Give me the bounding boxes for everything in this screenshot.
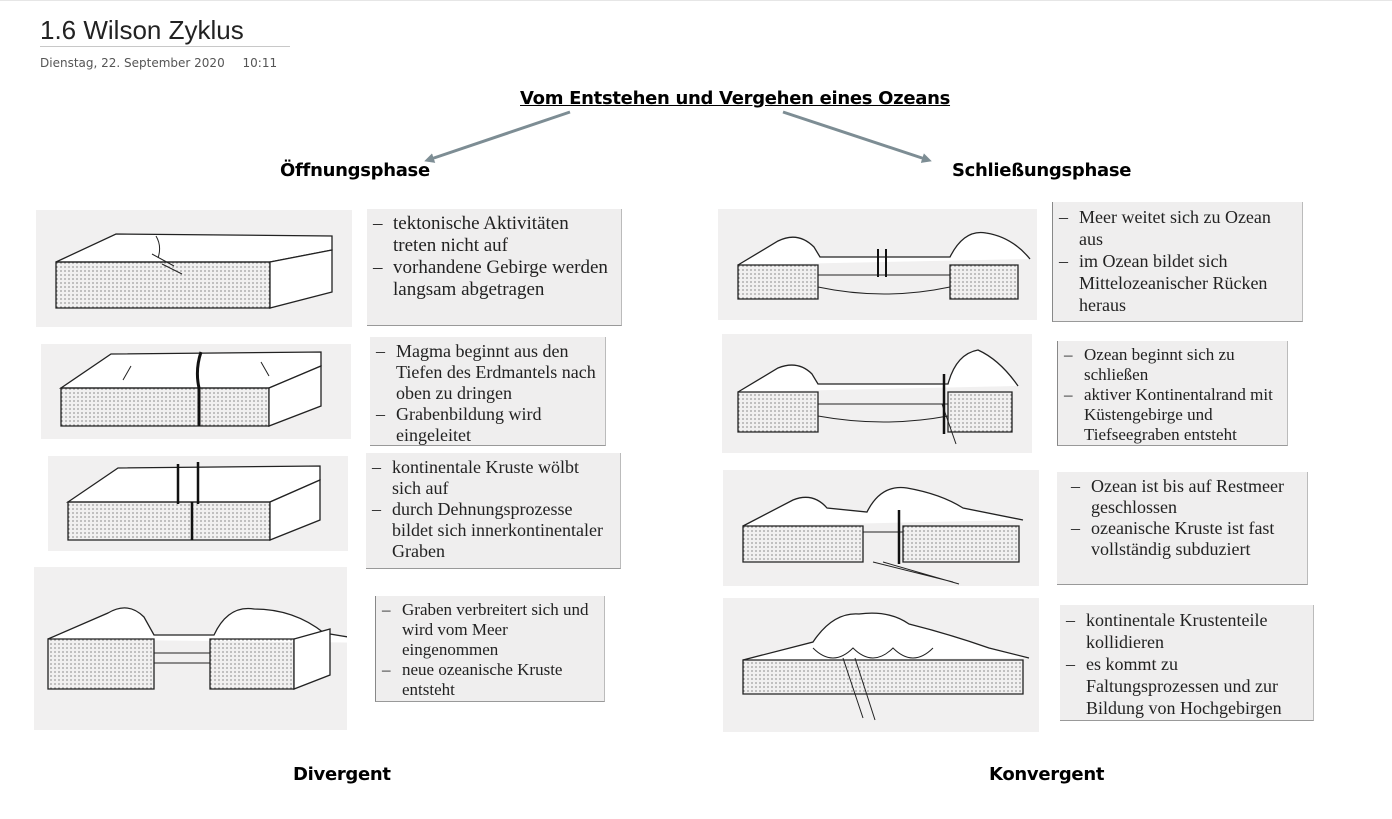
opening-text-2: –Magma beginnt aus den Tiefen des Erdman…	[370, 337, 606, 446]
list-item: –es kommt zu Faltungsprozessen und zur B…	[1066, 653, 1305, 719]
date-text: Dienstag, 22. September 2020	[40, 56, 225, 70]
closing-4-line-2: es kommt zu Faltungsprozessen und zur Bi…	[1086, 654, 1282, 718]
list-item: –durch Dehnungsprozesse bildet sich inne…	[372, 499, 612, 562]
title-underline	[40, 46, 290, 47]
list-item: –ozeanische Kruste ist fast vollständig …	[1071, 518, 1299, 560]
figure-closing-3	[723, 470, 1039, 586]
list-item: –Graben verbreitert sich und wird vom Me…	[382, 600, 596, 660]
closing-text-4: –kontinentale Krustenteile kollidieren –…	[1060, 605, 1314, 721]
opening-1-line-1: tektonische Aktivitäten treten nicht auf	[393, 213, 569, 256]
phase-closing: Schließungsphase	[952, 160, 1132, 181]
list-item: –Magma beginnt aus den Tiefen des Erdman…	[376, 341, 596, 403]
phase-opening: Öffnungsphase	[280, 160, 430, 181]
closing-text-3: –Ozean ist bis auf Restmeer geschlossen …	[1057, 472, 1308, 585]
closing-4-line-1: kontinentale Krustenteile kollidieren	[1086, 610, 1268, 652]
opening-4-line-1: Graben verbreitert sich und wird vom Mee…	[402, 600, 589, 659]
figure-closing-2	[722, 334, 1032, 453]
list-item: –aktiver Kontinentalrand mit Küstengebir…	[1064, 385, 1279, 445]
opening-text-1: –tektonische Aktivitäten treten nicht au…	[367, 209, 622, 326]
figure-opening-4	[34, 567, 347, 730]
opening-1-line-2: vorhandene Gebirge werden langsam abgetr…	[393, 257, 608, 300]
closing-2-line-2: aktiver Kontinentalrand mit Küstengebirg…	[1084, 385, 1273, 444]
list-item: –kontinentale Kruste wölbt sich auf	[372, 457, 612, 499]
page-title: 1.6 Wilson Zyklus	[40, 15, 244, 45]
main-heading: Vom Entstehen und Vergehen eines Ozeans	[520, 88, 951, 109]
figure-opening-2	[41, 344, 351, 439]
closing-1-line-2: im Ozean bildet sich Mittelozeanischer R…	[1079, 251, 1268, 315]
list-item: –Meer weitet sich zu Ozean aus	[1059, 206, 1294, 250]
closing-text-2: –Ozean beginnt sich zu schließen –aktive…	[1057, 341, 1288, 446]
opening-text-3: –kontinentale Kruste wölbt sich auf –dur…	[366, 453, 621, 569]
figure-closing-1	[718, 209, 1037, 320]
closing-1-line-1: Meer weitet sich zu Ozean aus	[1079, 207, 1271, 249]
list-item: –vorhandene Gebirge werden langsam abget…	[373, 257, 613, 301]
label-divergent: Divergent	[293, 764, 391, 785]
closing-text-1: –Meer weitet sich zu Ozean aus –im Ozean…	[1052, 202, 1303, 322]
opening-4-line-2: neue ozeanische Kruste entsteht	[402, 660, 563, 699]
opening-3-line-1: kontinentale Kruste wölbt sich auf	[392, 457, 579, 498]
closing-2-line-1: Ozean beginnt sich zu schließen	[1084, 345, 1235, 384]
opening-3-line-2: durch Dehnungsprozesse bildet sich inner…	[392, 499, 603, 561]
list-item: –Grabenbildung wird eingeleitet	[376, 404, 597, 446]
arrow-left	[424, 110, 571, 163]
figure-closing-4	[723, 598, 1039, 732]
list-item: –tektonische Aktivitäten treten nicht au…	[373, 213, 613, 257]
list-item: –Ozean beginnt sich zu schließen	[1064, 345, 1279, 385]
opening-2-line-2: Grabenbildung wird eingeleitet	[396, 404, 542, 445]
top-border	[0, 0, 1392, 1]
page-date: Dienstag, 22. September 2020 10:11	[40, 56, 291, 70]
list-item: –Ozean ist bis auf Restmeer geschlossen	[1071, 476, 1299, 518]
figure-opening-1	[36, 210, 352, 327]
list-item: –im Ozean bildet sich Mittelozeanischer …	[1059, 250, 1294, 316]
closing-3-line-2: ozeanische Kruste ist fast vollständig s…	[1091, 518, 1275, 559]
opening-text-4: –Graben verbreitert sich und wird vom Me…	[375, 596, 605, 702]
time-text: 10:11	[242, 56, 278, 70]
closing-3-line-1: Ozean ist bis auf Restmeer geschlossen	[1091, 476, 1284, 517]
label-convergent: Konvergent	[989, 764, 1105, 785]
figure-opening-3	[48, 456, 348, 551]
list-item: –kontinentale Krustenteile kollidieren	[1066, 609, 1305, 653]
opening-2-line-1: Magma beginnt aus den Tiefen des Erdmant…	[396, 341, 596, 403]
list-item: –neue ozeanische Kruste entsteht	[382, 660, 596, 700]
branch-arrows	[424, 110, 932, 163]
arrow-right	[782, 110, 932, 163]
